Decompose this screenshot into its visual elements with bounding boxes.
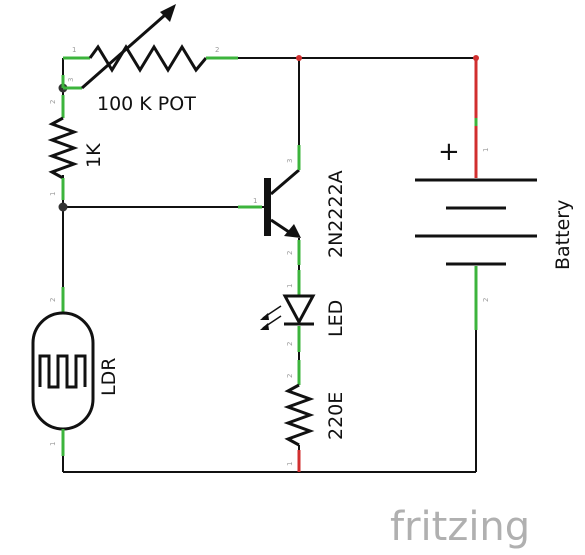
ldr-meander	[38, 354, 87, 389]
led-pin-label: 1	[286, 284, 294, 288]
resistor-1k-pin-label: 2	[49, 100, 57, 104]
led-arrow-head	[260, 313, 269, 320]
resistor-220-pin-label: 1	[286, 462, 294, 466]
ldr[interactable]: 2 1 LDR	[31, 287, 120, 456]
ldr-pin-label: 2	[49, 298, 57, 302]
junction-dot	[296, 55, 302, 61]
pot-zigzag	[88, 44, 208, 73]
transistor-label: 2N2222A	[325, 170, 347, 258]
resistor-220-label: 220E	[325, 392, 347, 440]
transistor[interactable]: 1 2 3 2N2222A	[238, 145, 347, 265]
transistor-collector-line	[270, 168, 300, 196]
ldr-pin-label: 1	[49, 442, 57, 446]
resistor-1k-pin-label: 1	[49, 192, 57, 196]
led-triangle	[282, 294, 316, 326]
resistor-1k-label: 1K	[83, 143, 105, 168]
wires	[62, 57, 477, 473]
led-arrow-head	[260, 323, 269, 330]
ldr-label: LDR	[98, 358, 120, 396]
transistor-pin-label: 1	[253, 197, 257, 205]
resistor-220-pin-label: 2	[286, 374, 294, 378]
pot-pin-label: 1	[72, 46, 76, 54]
pot-label: 100 K POT	[97, 93, 196, 115]
resistor-1k[interactable]: 2 1 1K	[47, 95, 105, 200]
transistor-base-bar	[264, 178, 271, 236]
battery-plus-sign: +	[438, 137, 460, 167]
fritzing-logo: fritzing	[390, 504, 530, 550]
pot-adjust-arrow	[81, 13, 166, 90]
battery[interactable]: + 1 2 Battery	[415, 58, 574, 330]
battery-pin-label: 1	[482, 148, 490, 152]
led-label: LED	[325, 300, 347, 337]
junction-dot	[58, 202, 68, 212]
pot-pin-label: 2	[215, 46, 219, 54]
transistor-pin-label: 2	[286, 251, 294, 255]
battery-label: Battery	[552, 200, 574, 270]
resistor-220[interactable]: 2 1 220E	[283, 360, 347, 472]
led[interactable]: 1 2 LED	[260, 270, 347, 352]
resistor-220-zigzag	[283, 383, 315, 447]
resistor-1k-zigzag	[47, 116, 79, 180]
transistor-pin-label: 3	[286, 159, 294, 163]
pot-arrow-head	[160, 4, 176, 22]
pot-pin-label: 3	[67, 78, 75, 82]
potentiometer[interactable]: 1 2 3 100 K POT	[61, 4, 238, 115]
transistor-emitter-arrow	[284, 224, 301, 238]
battery-pin-label: 2	[482, 298, 490, 302]
led-pin-label: 2	[286, 342, 294, 346]
